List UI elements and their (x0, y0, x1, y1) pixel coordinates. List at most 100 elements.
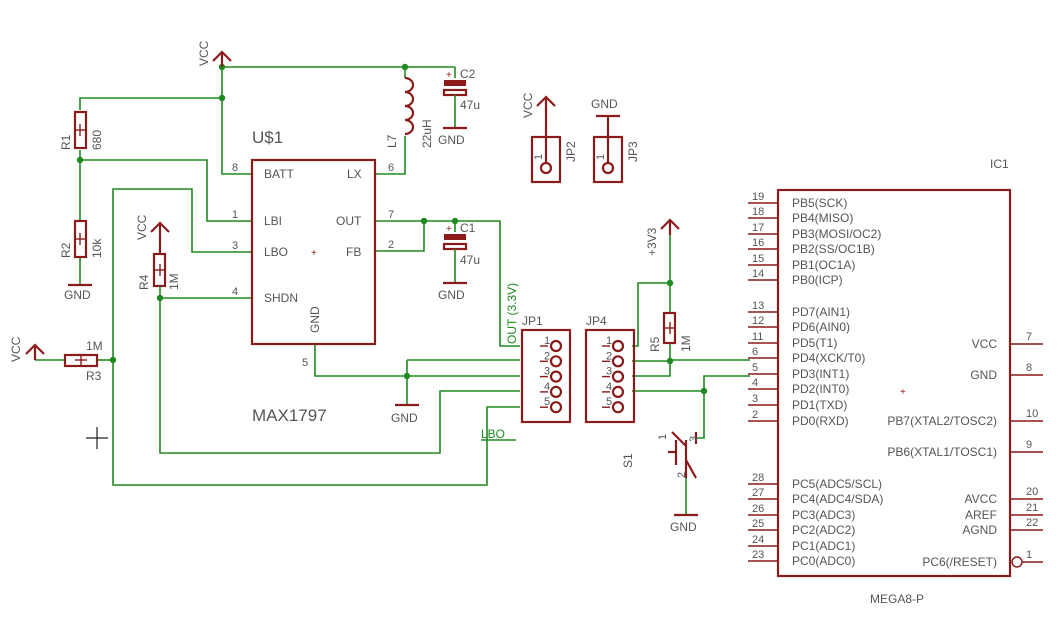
junctions (76, 63, 708, 395)
header-pin-number: 1 (544, 335, 550, 347)
mcu-pin-label: PD4(XCK/T0) (792, 351, 865, 365)
pin-lbi-label: LBI (264, 214, 282, 228)
resistor-r3: 1M R3 (63, 339, 103, 383)
pin-lx-label: LX (347, 167, 362, 181)
mcu-pin-number: 3 (752, 393, 758, 405)
svg-text:L7: L7 (385, 134, 399, 148)
gnd-symbol-jp3: GND (591, 97, 620, 118)
mcu-pin-label: AGND (962, 523, 997, 537)
header-pin-number: 5 (544, 396, 550, 408)
mcu-pin-number: 8 (1026, 362, 1032, 374)
chip-value: MAX1797 (252, 406, 327, 425)
mcu-pin-label: PD5(T1) (792, 336, 837, 350)
svg-text:C1: C1 (460, 221, 476, 235)
mcu-pin-number: 14 (752, 268, 764, 280)
mcu-right-pins: 7VCC8GND10PB7(XTAL2/TOSC2)9PB6(XTAL1/TOS… (887, 331, 1043, 569)
svg-text:R5: R5 (648, 336, 662, 352)
svg-text:VCC: VCC (521, 92, 535, 118)
mcu-pin-label: PD3(INT1) (792, 367, 849, 381)
header-pin (611, 401, 625, 414)
mcu-pin-number: 18 (752, 206, 764, 218)
mcu-pin-number: 1 (1026, 549, 1032, 561)
mcu-pin-number: 26 (752, 503, 764, 515)
svg-text:+: + (446, 224, 452, 235)
svg-text:JP1: JP1 (522, 314, 543, 328)
svg-text:2: 2 (388, 239, 394, 251)
mcu-pin-number: 19 (752, 191, 764, 203)
header-pin (549, 385, 563, 398)
svg-text:1: 1 (595, 154, 607, 160)
mcu-pin-number: 5 (752, 362, 758, 374)
mcu-pin-label: PB2(SS/OC1B) (792, 242, 875, 256)
mcu-pin-label: PB3(MOSI/OC2) (792, 227, 881, 241)
svg-text:1: 1 (657, 434, 669, 440)
svg-text:GND: GND (64, 288, 91, 302)
header-jp3: 1 JP3 (592, 117, 640, 184)
header-pin (549, 355, 563, 368)
wires (35, 66, 750, 515)
svg-text:JP3: JP3 (626, 141, 640, 162)
mcu-pin-label: PC6(/RESET) (922, 555, 997, 569)
mcu-pin-label: PD7(AIN1) (792, 305, 850, 319)
header-pin-number: 5 (606, 396, 612, 408)
svg-text:47u: 47u (460, 98, 480, 112)
header-pin-number: 4 (606, 381, 612, 393)
header-pin (549, 370, 563, 383)
capacitor-c1: + C1 47u (442, 221, 480, 283)
vcc-symbol-jp2: VCC (521, 92, 556, 118)
svg-text:JP2: JP2 (564, 141, 578, 162)
svg-text:R4: R4 (137, 274, 151, 290)
resistor-r4: R4 1M (137, 252, 181, 298)
svg-text:GND: GND (438, 288, 465, 302)
header-pin-number: 2 (606, 350, 612, 362)
gnd-symbol-chip: GND (391, 403, 419, 425)
mcu-pin-label: PB6(XTAL1/TOSC1) (887, 445, 997, 459)
max1797-chip: U$1 MAX1797 BATT LX LBI OUT LBO FB SHDN … (232, 128, 394, 425)
pin-batt-label: BATT (264, 167, 294, 181)
net-label-lbo: LBO (481, 427, 505, 441)
svg-text:R3: R3 (86, 369, 102, 383)
inductor-l7: L7 22uH (385, 76, 434, 148)
mcu-pin-label: AVCC (965, 492, 998, 506)
mcu-pin-label: AREF (965, 508, 997, 522)
mcu-pin-number: 24 (752, 534, 764, 546)
svg-text:6: 6 (388, 162, 394, 174)
svg-text:R1: R1 (59, 134, 73, 150)
mcu-pin-label: PB5(SCK) (792, 196, 847, 210)
mcu-pin-label: PC1(ADC1) (792, 539, 855, 553)
gnd-symbol-s1: GND (670, 513, 698, 534)
mcu-pin-label: VCC (972, 337, 998, 351)
mcu-pin-label: PC5(ADC5/SCL) (792, 477, 882, 491)
mcu-pin-label: PC3(ADC3) (792, 508, 855, 522)
mcu-pin-label: PD2(INT0) (792, 382, 849, 396)
svg-text:JP4: JP4 (586, 314, 607, 328)
resistor-r1: R1 680 (59, 110, 104, 150)
mcu-pin-label: PD6(AIN0) (792, 320, 850, 334)
svg-text:47u: 47u (460, 253, 480, 267)
svg-text:7: 7 (388, 209, 394, 221)
vcc-symbol-top: VCC (197, 40, 232, 67)
switch-s1: S1 1 3 2 (621, 431, 700, 479)
chip-name: U$1 (252, 128, 283, 147)
svg-text:R2: R2 (59, 242, 73, 258)
svg-text:C2: C2 (460, 67, 476, 81)
svg-text:S1: S1 (621, 453, 635, 468)
mcu-name: IC1 (990, 157, 1009, 171)
mcu-pin-number: 2 (752, 409, 758, 421)
svg-text:1M: 1M (167, 273, 181, 290)
mcu-pin-number: 25 (752, 518, 764, 530)
mcu-pin-label: PB1(OC1A) (792, 258, 855, 272)
svg-text:680: 680 (90, 130, 104, 150)
mcu-pin-number: 17 (752, 222, 764, 234)
svg-text:2: 2 (676, 472, 688, 478)
header-pin-number: 3 (544, 366, 550, 378)
header-pin (611, 385, 625, 398)
svg-text:5: 5 (302, 357, 308, 369)
mcu-pin-label: PD1(TXD) (792, 398, 847, 412)
svg-text:8: 8 (232, 162, 238, 174)
resistor-r2: R2 10k (59, 219, 104, 259)
mcu-pin-label: PB0(ICP) (792, 273, 843, 287)
svg-text:VCC: VCC (135, 214, 149, 240)
mcu-pin-label: PC2(ADC2) (792, 523, 855, 537)
